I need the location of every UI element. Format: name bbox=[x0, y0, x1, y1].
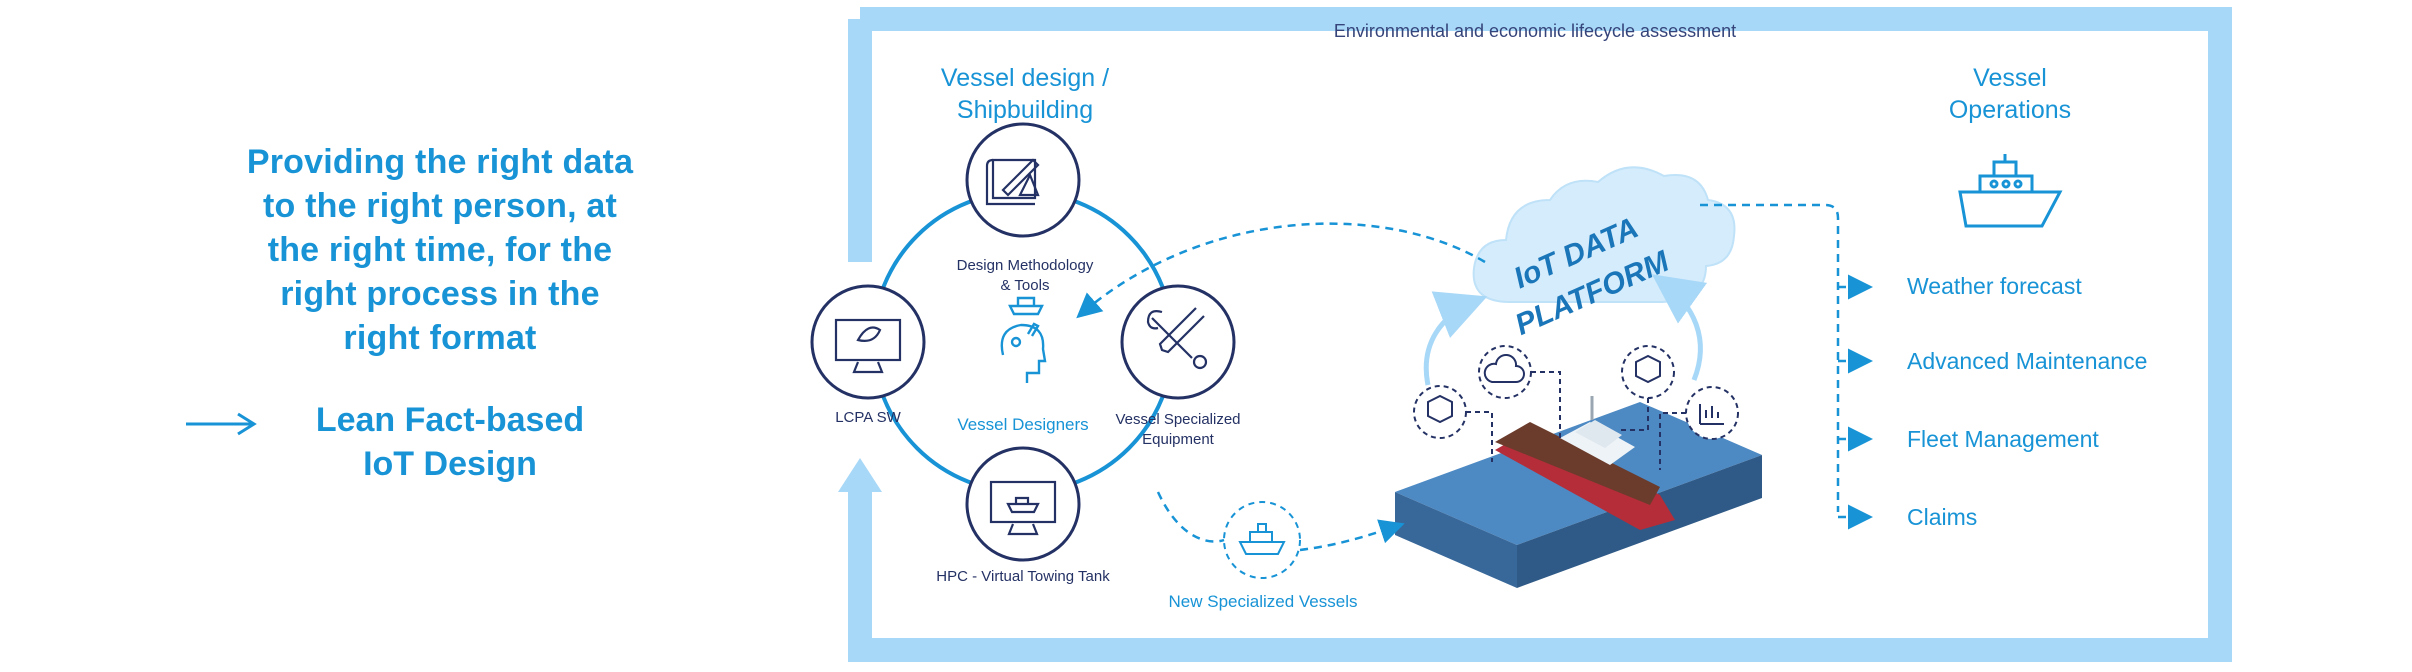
box-icon bbox=[1427, 394, 1453, 424]
headline: Providing the right data to the right pe… bbox=[160, 140, 720, 360]
lifecycle-frame bbox=[838, 7, 2232, 662]
platform-to-designers-arrow bbox=[1076, 222, 1486, 319]
lean-arrow-icon bbox=[186, 412, 257, 436]
operations-ship-icon bbox=[1958, 154, 2063, 228]
design-methodology-label-line: Design Methodology bbox=[956, 257, 1094, 274]
new-vessels-label: New Specialized Vessels bbox=[1168, 592, 1358, 611]
ship-platform-arrows bbox=[1423, 274, 1708, 386]
designers-label: Vessel Designers bbox=[957, 415, 1089, 434]
design-methodology-label: Design Methodology & Tools bbox=[920, 256, 1130, 296]
design-methodology-label-line: & Tools bbox=[1000, 277, 1050, 294]
cloud-icon bbox=[1483, 354, 1525, 383]
equipment-label-line: Vessel Specialized bbox=[1115, 411, 1241, 428]
flow-arrows bbox=[1076, 222, 1486, 552]
hpc-node bbox=[965, 446, 1081, 562]
lean-line: IoT Design bbox=[363, 445, 537, 483]
frame-title: Environmental and economic lifecycle ass… bbox=[1333, 21, 1737, 41]
operations-title-line: Operations bbox=[1948, 96, 2072, 124]
chart-icon bbox=[1699, 404, 1724, 425]
operations-item-weather: Weather forecast bbox=[1907, 273, 2082, 299]
monitor-ship-icon bbox=[989, 480, 1057, 536]
operations-item-fleet: Fleet Management bbox=[1907, 426, 2099, 452]
ship-icon bbox=[1495, 396, 1675, 530]
headline-line: right format bbox=[343, 319, 537, 357]
lcpa-node bbox=[810, 284, 926, 400]
hpc-label: HPC - Virtual Towing Tank bbox=[936, 568, 1110, 585]
vessels-to-sea-arrow bbox=[1299, 519, 1405, 552]
design-methodology-node bbox=[965, 122, 1081, 238]
tools-icon bbox=[1146, 307, 1208, 370]
operations-connector bbox=[1700, 203, 1873, 530]
headline-line: the right time, for the bbox=[267, 231, 613, 269]
operations-item-claims: Claims bbox=[1907, 504, 1978, 530]
operations-title-line: Vessel bbox=[1973, 64, 2047, 92]
equipment-label-line: Equipment bbox=[1142, 431, 1214, 448]
sensor-box-node bbox=[1413, 385, 1467, 439]
lean-text: Lean Fact-based IoT Design bbox=[290, 398, 610, 486]
operations-item-maintenance: Advanced Maintenance bbox=[1907, 348, 2148, 374]
blueprint-icon bbox=[985, 158, 1040, 206]
lean-line: Lean Fact-based bbox=[315, 401, 585, 439]
headline-block: Providing the right data to the right pe… bbox=[160, 140, 720, 360]
design-section-title-line: Shipbuilding bbox=[956, 96, 1094, 124]
sensor-icons bbox=[1427, 354, 1724, 425]
headline-line: Providing the right data bbox=[246, 143, 634, 181]
equipment-node bbox=[1120, 284, 1236, 400]
designer-head-icon bbox=[1000, 296, 1047, 383]
design-section-title: Vessel design / Shipbuilding bbox=[900, 62, 1150, 126]
operations-title: Vessel Operations bbox=[1900, 62, 2120, 126]
sensor-links bbox=[1466, 371, 1686, 470]
monitor-leaf-icon bbox=[834, 318, 902, 374]
iot-cloud: IoT DATA PLATFORM bbox=[1472, 166, 1736, 342]
lean-block: Lean Fact-based IoT Design bbox=[185, 398, 625, 488]
new-vessel-node bbox=[1223, 501, 1301, 579]
cube-icon bbox=[1635, 354, 1661, 384]
small-ship-icon bbox=[1238, 523, 1286, 555]
design-section-title-line: Vessel design / bbox=[940, 64, 1110, 92]
sensor-nodes bbox=[1413, 345, 1739, 440]
headline-line: right process in the bbox=[280, 275, 600, 313]
lcpa-label: LCPA SW bbox=[835, 409, 901, 426]
sensor-cube-node bbox=[1621, 345, 1675, 399]
equipment-label: Vessel Specialized Equipment bbox=[1098, 410, 1258, 450]
headline-line: to the right person, at bbox=[262, 187, 618, 225]
